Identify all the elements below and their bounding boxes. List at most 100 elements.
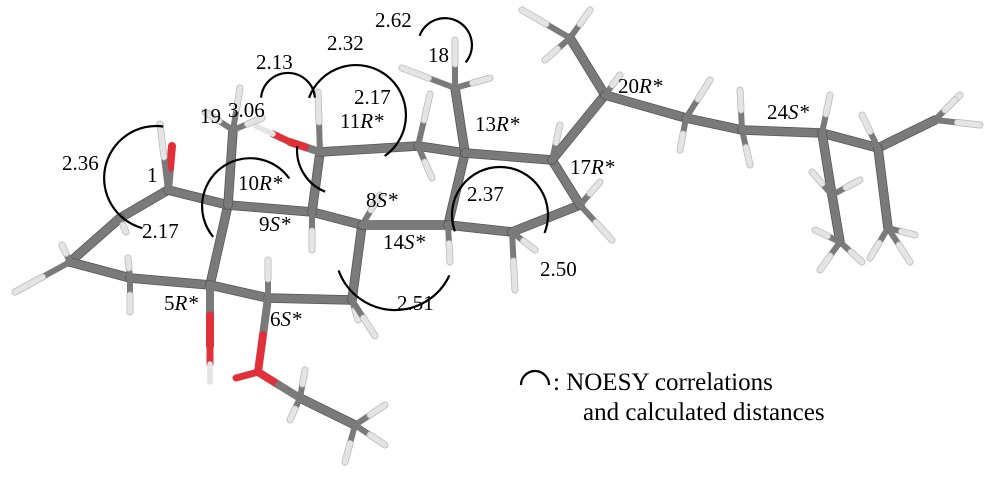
carbon-bond <box>444 221 516 236</box>
carbon-bond <box>828 191 844 246</box>
atom-label-c9: 9S* <box>259 212 291 236</box>
noesy-arc <box>201 157 291 238</box>
carbon-bond <box>548 156 584 209</box>
distance-label: 2.62 <box>375 8 412 32</box>
hydrogen-bond <box>542 46 561 63</box>
hydrogen-bond <box>422 159 435 181</box>
carbon-bond <box>308 148 324 216</box>
hydrogen-bond <box>157 121 167 160</box>
ch-bond-carbon-half <box>316 119 323 155</box>
hydrogen-bond <box>809 169 825 187</box>
hydrogen-bond <box>954 119 983 128</box>
carbon-bond <box>348 221 366 304</box>
hydrogen-bond <box>299 367 308 387</box>
carbon-bond <box>874 144 892 232</box>
carbon-bond <box>316 142 422 156</box>
legend-line-2: and calculated distances <box>583 399 825 426</box>
carbon-bond <box>738 126 826 137</box>
oh-bond-oxygen-half <box>269 130 294 146</box>
hydrogen-bond <box>867 240 882 261</box>
label-layer: 1 19 10R* 9S* 5R* 6S* 8S* 14S* 11R* 13R*… <box>62 8 810 331</box>
hydrogen-bond <box>12 274 46 295</box>
ch-bond-carbon-half <box>349 297 367 321</box>
carbon-bond <box>296 394 359 429</box>
atom-label-c18: 18 <box>428 43 449 67</box>
atom-label-c14: 14S* <box>383 230 426 254</box>
noesy-arc <box>295 146 326 193</box>
hydrogen-bond <box>609 72 623 88</box>
carbon-bond <box>818 129 836 199</box>
hydrogen-bond <box>120 222 129 235</box>
carbon-bond <box>874 116 939 152</box>
hydrogen-bond <box>848 249 865 265</box>
atom-label-c11: 11R* <box>340 109 384 133</box>
atom-label-c8: 8S* <box>366 188 398 212</box>
carbon-bond <box>206 281 272 302</box>
hydrogen-bond <box>743 144 753 168</box>
ch-bond-carbon-half <box>230 106 240 133</box>
carbon-bond <box>164 186 232 209</box>
carbon-bond <box>601 91 690 122</box>
hydrogen-bond <box>59 242 69 257</box>
hydrogen-bond <box>446 240 453 265</box>
hydrogen-bond <box>233 85 243 112</box>
hydrogen-bond <box>287 406 298 423</box>
hydrogen-bond <box>342 440 353 465</box>
carbon-bond <box>682 114 746 134</box>
hydrogen-bond <box>244 115 265 127</box>
legend-line-1: : NOESY correlations <box>553 369 773 396</box>
hydrogen-bond <box>352 307 361 323</box>
oxygen-bond <box>232 368 262 382</box>
carbon-bond <box>66 258 134 282</box>
ch-bond-carbon-half <box>415 117 427 149</box>
oxygen-bond <box>166 142 176 172</box>
hydrogen-bond <box>510 258 518 293</box>
hydrogen-bond <box>577 7 593 27</box>
carbon-bond <box>818 129 882 152</box>
oxygen-bond <box>254 368 283 389</box>
oxygen-bond <box>254 331 267 376</box>
distance-label: 2.13 <box>256 50 293 74</box>
carbon-bond <box>116 186 172 222</box>
hydrogen-bond <box>315 89 322 125</box>
hydrogen-bond <box>367 402 388 418</box>
distance-label: 2.17 <box>354 85 391 109</box>
noesy-arc-layer <box>103 17 550 312</box>
distance-label: 2.32 <box>327 31 364 55</box>
hydrogen-bond <box>360 315 378 339</box>
atom-label-c5: 5R* <box>164 291 198 315</box>
ch-bond-carbon-half <box>39 259 73 280</box>
carbon-bond <box>308 208 366 229</box>
carbon-bond <box>126 274 214 289</box>
hydrogen-bond <box>553 122 563 146</box>
atom-label-c1: 1 <box>147 163 158 187</box>
atom-label-c20: 20R* <box>618 74 663 98</box>
distance-label: 3.06 <box>228 98 265 122</box>
legend-arc-symbol <box>519 369 551 386</box>
hydrogen-bond <box>593 219 615 243</box>
distance-label: 2.37 <box>467 182 504 206</box>
ch-bond-carbon-half <box>425 75 458 91</box>
ch-bond-carbon-half <box>683 96 701 121</box>
ch-bond-carbon-half <box>161 154 171 193</box>
oh-bond-hydrogen-half <box>253 123 276 137</box>
hydrogen-bond <box>367 432 388 448</box>
hydrogen-bond <box>519 7 549 27</box>
legend: : NOESY correlations and calculated dist… <box>519 369 825 426</box>
carbon-bond <box>264 294 356 304</box>
carbon-bond <box>224 201 316 216</box>
hydrogen-bond <box>823 92 833 117</box>
carbon-bond <box>548 91 609 164</box>
carbon-bond <box>444 149 469 229</box>
hydrogen-bond <box>202 109 222 124</box>
atom-label-c10: 10R* <box>238 171 283 195</box>
atom-label-c19: 19 <box>200 104 221 128</box>
hydrogen-bond <box>469 75 493 86</box>
co-bond-carbon-half <box>259 294 272 339</box>
carbon-bond <box>508 201 584 236</box>
carbon-bond <box>275 381 304 402</box>
hydrogen-bond <box>587 179 603 197</box>
carbon-bond <box>224 126 237 209</box>
